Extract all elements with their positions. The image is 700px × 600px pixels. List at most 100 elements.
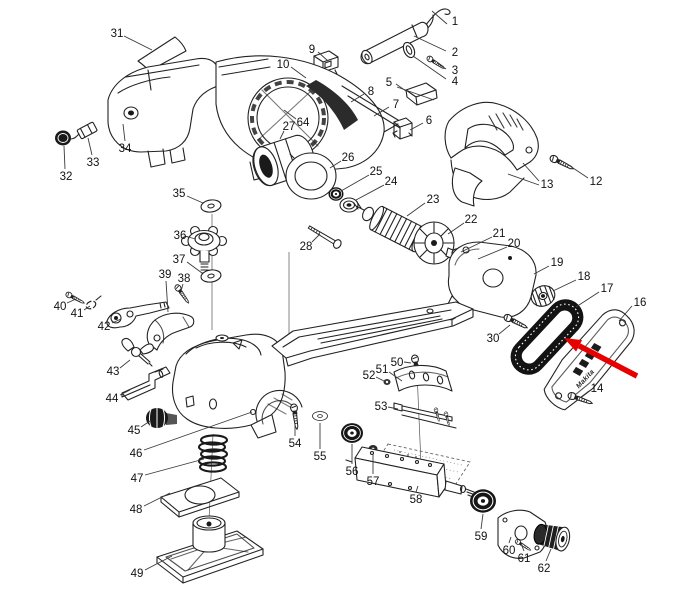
part-label-41: 41 bbox=[71, 308, 84, 320]
part-60-end-plate bbox=[497, 509, 548, 559]
part-label-40: 40 bbox=[54, 301, 67, 313]
leader-line-44 bbox=[119, 389, 131, 396]
part-43-wing-bolt bbox=[121, 337, 154, 367]
part-label-5: 5 bbox=[386, 77, 392, 89]
leader-line-13-1 bbox=[507, 173, 540, 186]
part-label-4: 4 bbox=[452, 76, 459, 88]
part-55-washer bbox=[312, 411, 328, 421]
leader-line-40 bbox=[66, 298, 77, 304]
part-label-27: 27 bbox=[283, 121, 296, 133]
part-label-35: 35 bbox=[173, 188, 186, 200]
part-label-61: 61 bbox=[518, 553, 531, 565]
part-36-front-knob bbox=[180, 225, 228, 274]
leader-line-12 bbox=[566, 163, 589, 179]
leader-line-43 bbox=[119, 359, 131, 369]
part-label-30: 30 bbox=[487, 333, 500, 345]
part-label-64: 64 bbox=[297, 117, 310, 129]
leader-line-23 bbox=[406, 202, 426, 217]
leader-line-6 bbox=[409, 122, 424, 131]
leader-line-46 bbox=[143, 411, 253, 451]
part-52-nut bbox=[383, 379, 391, 385]
leader-line-19 bbox=[533, 265, 550, 275]
leader-line-61 bbox=[521, 545, 525, 552]
leader-line-4 bbox=[412, 55, 447, 80]
part-2-handle-bar bbox=[360, 21, 429, 65]
part-label-49: 49 bbox=[131, 568, 144, 580]
part-label-33: 33 bbox=[87, 157, 100, 169]
leader-line-5-1 bbox=[396, 86, 435, 101]
leader-line-18 bbox=[552, 279, 577, 292]
part-13-handle-cover bbox=[444, 101, 539, 207]
highlight-arrow-head bbox=[564, 338, 583, 352]
leader-line-45 bbox=[140, 420, 151, 428]
leader-line-13 bbox=[522, 162, 540, 182]
part-35-washer bbox=[199, 198, 223, 214]
part-17-drive-belt bbox=[510, 299, 584, 375]
part-25-bearing bbox=[328, 186, 344, 202]
part-label-34: 34 bbox=[119, 143, 132, 155]
part-label-57: 57 bbox=[367, 476, 380, 488]
part-label-59: 59 bbox=[475, 531, 488, 543]
part-label-51: 51 bbox=[376, 364, 389, 376]
leader-line-51 bbox=[388, 371, 403, 382]
leader-line-7 bbox=[373, 106, 390, 117]
part-label-2: 2 bbox=[452, 47, 458, 59]
part-label-7: 7 bbox=[393, 99, 399, 111]
part-39-pivot-bracket bbox=[146, 312, 195, 351]
part-label-13: 13 bbox=[541, 179, 554, 191]
leader-line-26 bbox=[329, 160, 342, 169]
part-label-53: 53 bbox=[375, 401, 388, 413]
part-44-guide-plate bbox=[121, 366, 171, 401]
leader-line-16 bbox=[618, 305, 633, 322]
part-28-long-bolt bbox=[307, 225, 342, 249]
part-label-6: 6 bbox=[426, 115, 432, 127]
part-label-17: 17 bbox=[601, 283, 614, 295]
part-label-62: 62 bbox=[538, 563, 551, 575]
part-label-36: 36 bbox=[174, 230, 187, 242]
leader-line-31 bbox=[123, 35, 153, 51]
highlight-arrow-shaft bbox=[577, 343, 639, 379]
part-label-42: 42 bbox=[98, 321, 111, 333]
part-48-plate bbox=[160, 477, 240, 518]
part-19-gear-housing-plate bbox=[443, 241, 537, 321]
part-label-39: 39 bbox=[159, 269, 172, 281]
part-label-32: 32 bbox=[60, 171, 73, 183]
leader-line-35 bbox=[186, 195, 204, 204]
part-label-18: 18 bbox=[578, 271, 591, 283]
leader-line-58 bbox=[415, 485, 419, 493]
leader-line-36 bbox=[187, 236, 197, 240]
leader-line-62 bbox=[545, 548, 552, 562]
part-label-3: 3 bbox=[452, 65, 458, 77]
leader-line-8 bbox=[350, 93, 365, 103]
part-4-grommet bbox=[402, 41, 416, 59]
leader-line-64 bbox=[283, 109, 297, 120]
leader-line-37 bbox=[186, 261, 203, 274]
leader-line-41 bbox=[83, 305, 91, 311]
leader-line-14 bbox=[580, 390, 590, 398]
leader-line-22 bbox=[447, 222, 465, 235]
part-62-pulley bbox=[533, 523, 571, 552]
part-5-terminal-box bbox=[405, 82, 438, 106]
leader-line-27 bbox=[279, 130, 285, 140]
part-label-26: 26 bbox=[342, 152, 355, 164]
leader-line-32 bbox=[63, 145, 66, 170]
part-label-43: 43 bbox=[107, 366, 120, 378]
leader-line-2 bbox=[413, 35, 447, 52]
part-label-20: 20 bbox=[508, 238, 521, 250]
leader-line-10 bbox=[290, 66, 307, 79]
part-label-1: 1 bbox=[452, 16, 458, 28]
part-label-9: 9 bbox=[309, 44, 315, 56]
part-label-46: 46 bbox=[130, 448, 143, 460]
part-label-21: 21 bbox=[493, 228, 506, 240]
part-label-10: 10 bbox=[277, 59, 290, 71]
part-37-washer bbox=[199, 268, 223, 284]
leader-line-24 bbox=[355, 184, 385, 201]
part-label-55: 55 bbox=[314, 451, 327, 463]
part-26-baffle-ring bbox=[285, 152, 337, 200]
part-label-16: 16 bbox=[634, 297, 647, 309]
part-label-54: 54 bbox=[289, 438, 302, 450]
highlight-arrow bbox=[564, 338, 639, 379]
axis-line-knob bbox=[211, 214, 290, 343]
part-56-bearing bbox=[340, 422, 364, 444]
part-58-drum bbox=[345, 446, 475, 498]
